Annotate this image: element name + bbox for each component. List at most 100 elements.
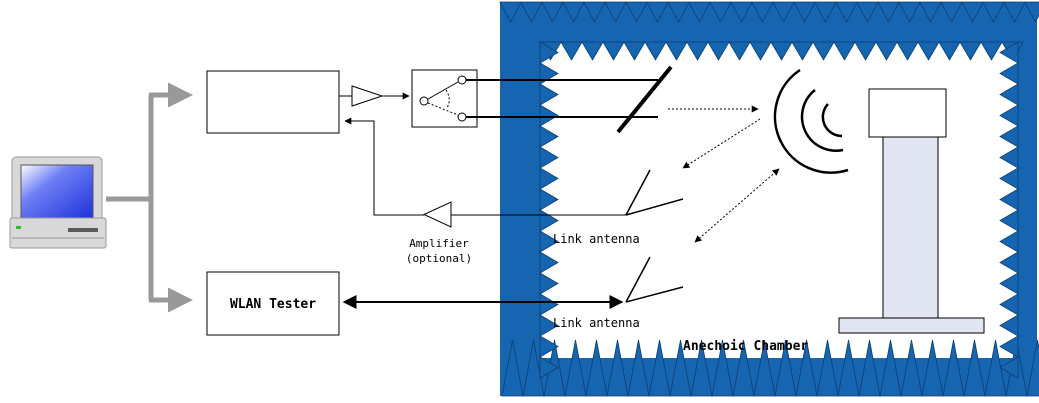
absorber-cone — [999, 188, 1019, 211]
absorber-cone — [539, 314, 559, 337]
absorber-cone — [999, 167, 1019, 190]
absorber-cone — [921, 339, 944, 397]
absorber-cone — [711, 339, 734, 397]
absorber-cone — [751, 1, 774, 23]
computer-icon — [9, 156, 107, 249]
absorber-cone — [501, 339, 524, 397]
absorber-cone — [581, 41, 604, 61]
absorber-cone — [539, 251, 559, 274]
absorber-cone — [669, 339, 692, 397]
absorber-cone — [961, 1, 984, 23]
absorber-cone — [1026, 339, 1039, 397]
absorber-cone — [539, 272, 559, 295]
absorber-cone — [539, 146, 559, 169]
absorber-cone — [1003, 1, 1026, 23]
absorber-cone — [999, 272, 1019, 295]
absorber-cone — [604, 1, 627, 23]
amplifier-label: Amplifier — [409, 237, 469, 250]
absorber-cone — [854, 41, 877, 61]
absorber-cone — [999, 125, 1019, 148]
absorber-cone — [999, 251, 1019, 274]
absorber-cone — [688, 1, 711, 23]
absorber-cone — [520, 1, 543, 23]
absorber-cone — [690, 339, 713, 397]
absorber-cone — [539, 188, 559, 211]
absorber-cone — [623, 41, 646, 61]
absorber-cone — [539, 335, 559, 358]
absorber-cone — [795, 339, 818, 397]
absorber-cone — [539, 230, 559, 253]
absorber-cone — [539, 167, 559, 190]
absorber-cone — [564, 339, 587, 397]
anechoic-chamber — [499, 1, 1039, 397]
absorber-cone — [732, 339, 755, 397]
absorber-cone — [917, 41, 940, 61]
link-antenna-2-icon — [625, 256, 684, 303]
absorber-cone — [999, 230, 1019, 253]
absorber-cone — [999, 209, 1019, 232]
absorber-cone — [627, 339, 650, 397]
absorber-cone — [999, 62, 1019, 85]
absorber-cone — [856, 1, 879, 23]
absorber-cone — [644, 41, 667, 61]
amplifier-note: (optional) — [406, 252, 472, 265]
absorber-cone — [835, 1, 858, 23]
absorber-cone — [730, 1, 753, 23]
link-antenna-2-arrow — [694, 168, 780, 243]
absorber-cone — [770, 41, 793, 61]
absorber-cone — [999, 356, 1019, 379]
absorber-cone — [539, 83, 559, 106]
absorber-cone — [646, 1, 669, 23]
horn-antenna-icon — [773, 68, 849, 174]
rf-switch — [411, 69, 478, 128]
absorber-cone — [858, 339, 881, 397]
link-antenna-1-icon — [625, 169, 684, 216]
absorber-cone — [606, 339, 629, 397]
absorber-cones — [499, 1, 1039, 397]
absorber-cone — [999, 293, 1019, 316]
turntable-pedestal — [838, 88, 985, 334]
absorber-cone — [539, 104, 559, 127]
absorber-cone — [938, 41, 961, 61]
control-connectors — [106, 82, 193, 313]
absorber-cone — [999, 335, 1019, 358]
absorber-cone — [774, 339, 797, 397]
absorber-cone — [539, 62, 559, 85]
absorber-cone — [919, 1, 942, 23]
absorber-cone — [791, 41, 814, 61]
absorber-cone — [539, 125, 559, 148]
absorber-cone — [896, 41, 919, 61]
absorber-cone — [879, 339, 902, 397]
link-antenna-1-arrow — [682, 118, 761, 169]
absorber-cone — [942, 339, 965, 397]
absorber-cone — [499, 1, 522, 23]
absorber-cone — [999, 41, 1019, 64]
absorber-cone — [877, 1, 900, 23]
return-amplifier-icon — [422, 201, 452, 228]
absorber-cone — [812, 41, 835, 61]
absorber-cone — [539, 356, 559, 379]
absorber-cone — [900, 339, 923, 397]
absorber-cone — [539, 41, 559, 64]
absorber-cone — [816, 339, 839, 397]
absorber-cone — [665, 41, 688, 61]
absorber-cone — [560, 41, 583, 61]
absorber-cone — [541, 1, 564, 23]
absorber-cone — [999, 314, 1019, 337]
absorber-cone — [793, 1, 816, 23]
absorber-cone — [875, 41, 898, 61]
absorber-cone — [602, 41, 625, 61]
absorber-cone — [999, 104, 1019, 127]
return-to-signal-generator — [344, 117, 424, 216]
output-amplifier-icon — [351, 85, 384, 107]
link-antenna-2-label: Link antenna — [553, 316, 640, 330]
absorber-cone — [583, 1, 606, 23]
signal-generator-box — [206, 70, 340, 134]
wlan-tester-label: WLAN Tester — [230, 297, 316, 312]
absorber-cone — [963, 339, 986, 397]
absorber-cone — [728, 41, 751, 61]
absorber-cone — [522, 339, 545, 397]
absorber-cone — [940, 1, 963, 23]
absorber-cone — [667, 1, 690, 23]
